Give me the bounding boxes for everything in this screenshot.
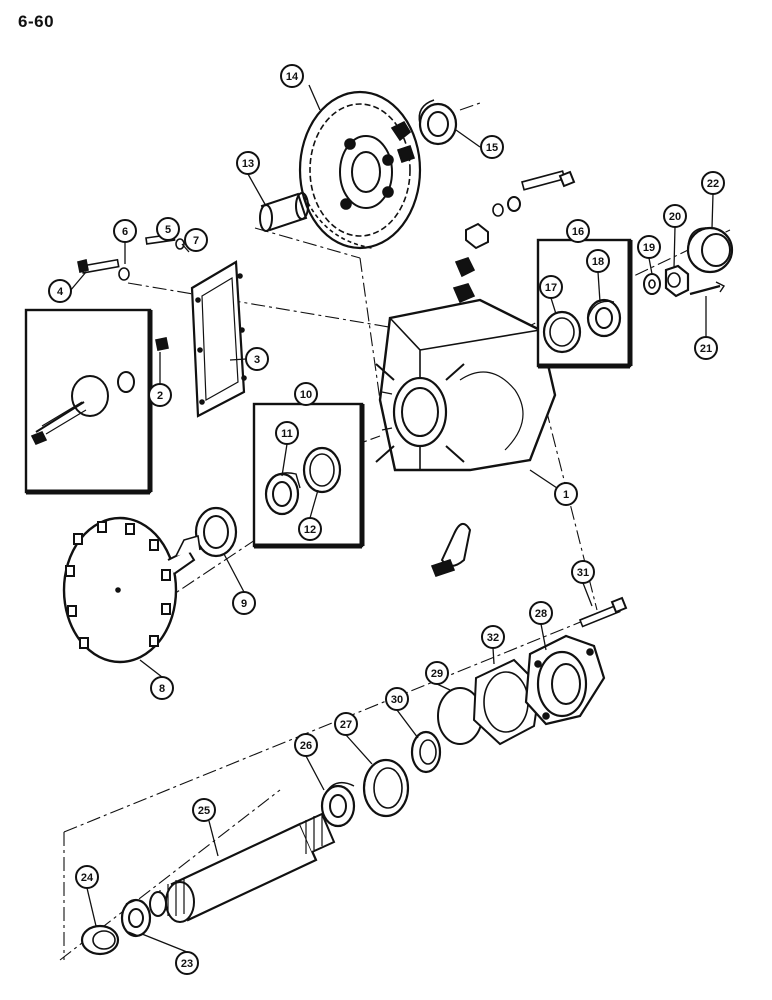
callout-11-label: 11 xyxy=(281,428,293,440)
part-23-bearing xyxy=(120,898,152,938)
callout-31-label: 31 xyxy=(577,567,589,579)
callout-10-label: 10 xyxy=(300,389,312,401)
callout-10: 10 xyxy=(294,382,318,406)
callout-2: 2 xyxy=(148,383,172,407)
inset-box-16 xyxy=(536,238,633,369)
top-bolt-and-washers xyxy=(465,170,576,250)
callout-19-label: 19 xyxy=(643,242,655,254)
callout-21-label: 21 xyxy=(700,343,712,355)
bolts-and-washers xyxy=(77,233,185,351)
part-3-cover-plate xyxy=(190,260,247,418)
callout-8: 8 xyxy=(150,676,174,700)
callout-18: 18 xyxy=(586,249,610,273)
callout-26: 26 xyxy=(294,733,318,757)
callout-28: 28 xyxy=(529,601,553,625)
callout-7-label: 7 xyxy=(193,235,199,247)
callout-25: 25 xyxy=(192,798,216,822)
part-13-bushing xyxy=(259,192,309,232)
callout-5: 5 xyxy=(156,217,180,241)
callout-29-label: 29 xyxy=(431,668,443,680)
part-14-ring-gear xyxy=(298,90,422,250)
part-9-seal xyxy=(194,506,238,558)
part-8-hub-flange xyxy=(62,516,201,664)
callout-26-label: 26 xyxy=(300,740,312,752)
callout-14-label: 14 xyxy=(286,71,299,83)
part-31-bolt xyxy=(578,596,628,628)
callout-7: 7 xyxy=(184,228,208,252)
callout-9-label: 9 xyxy=(241,598,247,610)
callout-16-label: 16 xyxy=(572,226,584,238)
part-27-cup xyxy=(362,758,410,818)
callout-13: 13 xyxy=(236,151,260,175)
callout-28-label: 28 xyxy=(535,608,547,620)
callout-11: 11 xyxy=(275,421,299,445)
callout-4: 4 xyxy=(48,279,72,303)
callout-2-label: 2 xyxy=(157,390,163,402)
inset-box-plug xyxy=(24,308,153,495)
callout-23-label: 23 xyxy=(181,958,193,970)
callout-9: 9 xyxy=(232,591,256,615)
callout-27-label: 27 xyxy=(340,719,352,731)
callout-14: 14 xyxy=(280,64,304,88)
callout-30-label: 30 xyxy=(391,694,403,706)
part-25-shaft xyxy=(149,812,336,923)
callout-20: 20 xyxy=(663,204,687,228)
callout-25-label: 25 xyxy=(198,805,210,817)
callout-6-label: 6 xyxy=(122,226,128,238)
callout-17: 17 xyxy=(539,275,563,299)
callout-21: 21 xyxy=(694,336,718,360)
callout-5-label: 5 xyxy=(165,224,171,236)
callout-19: 19 xyxy=(637,235,661,259)
callout-17-label: 17 xyxy=(545,282,557,294)
callout-30: 30 xyxy=(385,687,409,711)
callout-12-label: 12 xyxy=(304,524,316,536)
callout-1-label: 1 xyxy=(563,489,569,501)
callout-6: 6 xyxy=(113,219,137,243)
callouts: 1 2 3 4 5 6 7 8 9 10 11 12 13 14 15 16 1… xyxy=(48,64,725,975)
callout-15-label: 15 xyxy=(486,142,498,154)
callout-15: 15 xyxy=(480,135,504,159)
callout-20-label: 20 xyxy=(669,211,681,223)
callout-12: 12 xyxy=(298,517,322,541)
callout-32: 32 xyxy=(481,625,505,649)
callout-23: 23 xyxy=(175,951,199,975)
part-28-bearing-retainer xyxy=(524,634,606,726)
part-24-cup xyxy=(80,924,120,956)
callout-16: 16 xyxy=(566,219,590,243)
right-end-hardware xyxy=(643,226,734,298)
callout-29: 29 xyxy=(425,661,449,685)
part-26-bearing xyxy=(320,782,356,828)
leader-lines xyxy=(69,84,714,953)
callout-22: 22 xyxy=(701,171,725,195)
callout-18-label: 18 xyxy=(592,256,604,268)
callout-3: 3 xyxy=(245,347,269,371)
callout-3-label: 3 xyxy=(254,354,260,366)
part-30-ring xyxy=(410,730,442,774)
callout-13-label: 13 xyxy=(242,158,254,170)
callout-31: 31 xyxy=(571,560,595,584)
callout-27: 27 xyxy=(334,712,358,736)
part-1-housing xyxy=(375,298,557,472)
callout-24-label: 24 xyxy=(81,872,94,884)
page-number: 6-60 xyxy=(18,12,55,31)
callout-4-label: 4 xyxy=(57,286,64,298)
callout-32-label: 32 xyxy=(487,632,499,644)
callout-1: 1 xyxy=(554,482,578,506)
callout-22-label: 22 xyxy=(707,178,719,190)
part-15-bearing xyxy=(418,99,458,146)
callout-24: 24 xyxy=(75,865,99,889)
callout-8-label: 8 xyxy=(159,683,165,695)
